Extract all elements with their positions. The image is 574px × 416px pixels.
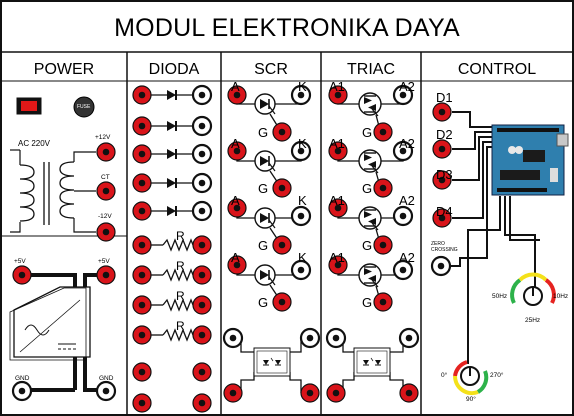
zero-crossing-label: ZERO CROSSING — [431, 241, 458, 253]
output-d2-label: D2 — [436, 127, 453, 142]
scr4-anode-label: A — [231, 250, 240, 265]
scr3-cathode-label: K — [298, 193, 307, 208]
section-title-control: CONTROL — [457, 61, 537, 78]
phase-knob-bottom-label: 90° — [466, 396, 476, 403]
scr1-cathode-label: K — [298, 79, 307, 94]
scr3-anode-label: A — [231, 193, 240, 208]
resistor-label-1: R — [176, 229, 185, 243]
scr3-gate-label: G — [258, 238, 269, 253]
triac2-a2-label: A2 — [399, 136, 415, 151]
ac-input-label: AC 220V — [18, 139, 51, 148]
triac4-a1-label: A1 — [329, 250, 345, 265]
module-title: MODUL ELEKTRONIKA DAYA — [114, 14, 460, 42]
output-d1-label: D1 — [436, 90, 453, 105]
scr2-cathode-label: K — [298, 136, 307, 151]
output-d4-label: D4 — [436, 204, 453, 219]
phase-knob-min-label: 0° — [441, 372, 448, 379]
resistor-label-3: R — [176, 289, 185, 303]
gnd-left-label: GND — [15, 375, 30, 382]
scr4-cathode-label: K — [298, 250, 307, 265]
triac3-a2-label: A2 — [399, 193, 415, 208]
triac1-a2-label: A2 — [399, 79, 415, 94]
triac1-a1-label: A1 — [329, 79, 345, 94]
minus12-label: -12V — [98, 213, 112, 220]
plus5-right-label: +5V — [98, 258, 110, 265]
triac4-a2-label: A2 — [399, 250, 415, 265]
section-title-power: POWER — [33, 61, 95, 78]
fuse-label: FUSE — [77, 104, 91, 110]
fuse-holder[interactable] — [74, 97, 94, 117]
frequency-knob[interactable] — [522, 285, 544, 307]
scr2-anode-label: A — [231, 136, 240, 151]
section-title-dioda: DIODA — [148, 61, 200, 78]
scr2-gate-label: G — [258, 181, 269, 196]
triac4-gate-label: G — [362, 295, 373, 310]
freq-knob-max-label: 10Hz — [553, 293, 569, 300]
triac3-gate-label: G — [362, 238, 373, 253]
triac2-a1-label: A1 — [329, 136, 345, 151]
scr1-anode-label: A — [231, 79, 240, 94]
section-title-triac: TRIAC — [347, 61, 395, 78]
ct-label: CT — [101, 174, 110, 181]
phase-knob-max-label: 270° — [490, 372, 504, 379]
freq-knob-min-label: 50Hz — [492, 293, 508, 300]
phase-knob[interactable] — [459, 365, 481, 387]
scr1-gate-label: G — [258, 125, 269, 140]
triac1-gate-label: G — [362, 125, 373, 140]
gnd-right-label: GND — [99, 375, 114, 382]
plus5-left-label: +5V — [14, 258, 26, 265]
plus12-label: +12V — [95, 134, 111, 141]
scr4-gate-label: G — [258, 295, 269, 310]
triac3-a1-label: A1 — [329, 193, 345, 208]
section-title-scr: SCR — [254, 61, 288, 78]
resistor-label-2: R — [176, 259, 185, 273]
resistor-label-4: R — [176, 319, 185, 333]
triac2-gate-label: G — [362, 181, 373, 196]
freq-knob-bottom-label: 25Hz — [525, 317, 541, 324]
output-d3-label: D3 — [436, 167, 453, 182]
power-switch[interactable] — [15, 96, 43, 116]
